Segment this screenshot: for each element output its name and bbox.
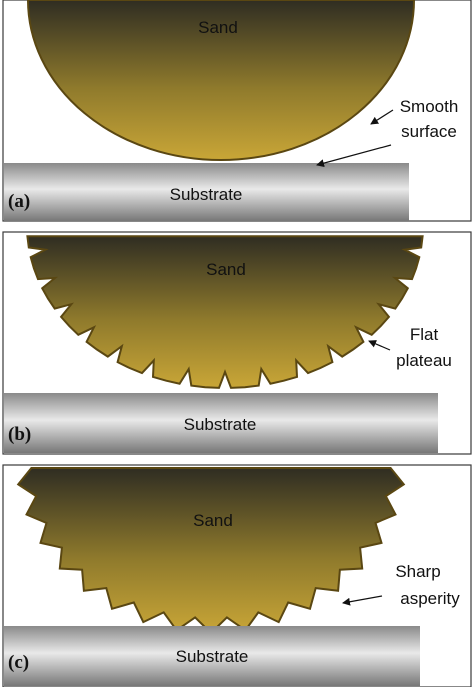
panel-a-annotation-line1: Smooth [400,97,459,116]
panel-c-annotation-line2: asperity [400,589,460,608]
panel-b-sand-label: Sand [206,260,246,279]
panel-b-tag: (b) [8,424,31,445]
panel-a-arrow-bottom [316,144,392,168]
panel-b-sand-particle [26,235,424,389]
panel-c-sand-label: Sand [193,511,233,530]
panel-a-substrate-label: Substrate [170,185,243,204]
panel-a-annotation-line2: surface [401,122,457,141]
panel-c-annotation-line1: Sharp [395,562,440,581]
panel-c-substrate [4,626,420,686]
panel-a: Sand Substrate (a) Smooth surface [2,0,472,222]
panel-b-substrate [4,393,438,453]
panel-b-annotation-line2: plateau [396,351,452,370]
panel-c-arrow [342,595,383,606]
panel-b-annotation-line1: Flat [410,325,439,344]
panel-c-substrate-label: Substrate [176,647,249,666]
panel-b: Sand Substrate (b) Flat plateau [2,231,472,455]
panel-c-tag: (c) [8,652,29,673]
panel-a-arrow-edge [370,109,394,125]
panel-b-arrow [368,340,391,351]
panel-a-sand-label: Sand [198,18,238,37]
panel-a-sand-particle [26,0,416,161]
panel-a-tag: (a) [8,191,30,212]
panel-c: Sand Substrate (c) Sharp asperity [2,464,472,687]
panel-b-substrate-label: Substrate [184,415,257,434]
panel-c-sand-particle [16,467,406,635]
panel-a-substrate [4,163,409,221]
